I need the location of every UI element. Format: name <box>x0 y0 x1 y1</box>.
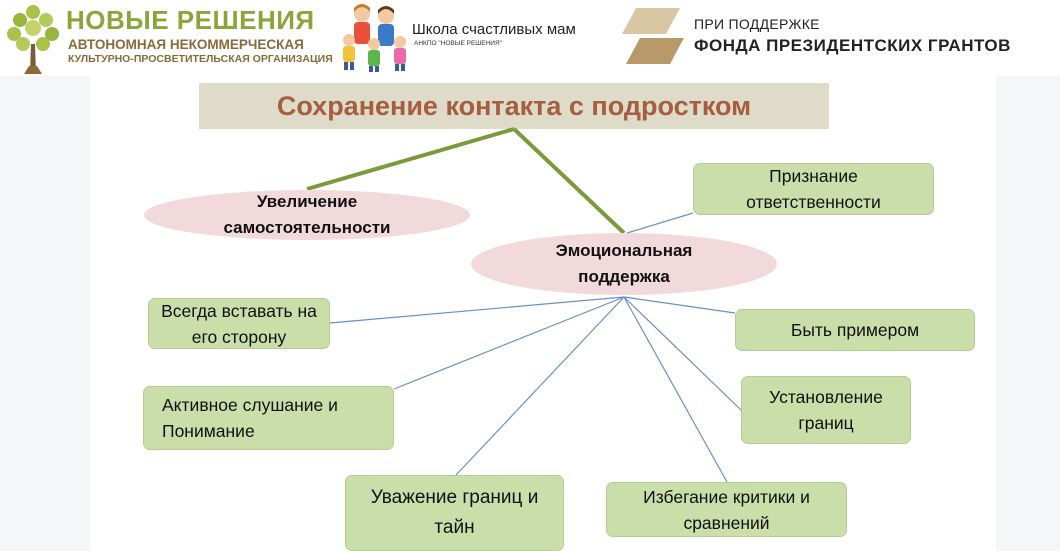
connector-emotional-example <box>623 296 736 314</box>
item-boundaries-label: Установление границ <box>769 387 883 433</box>
connector-title-independence <box>306 127 515 191</box>
fund-logo-icon <box>622 8 684 64</box>
connector-emotional-responsibility <box>626 212 694 234</box>
item-example: Быть примером <box>735 309 975 351</box>
school-subtitle: АНКПО "НОВЫЕ РЕШЕНИЯ" <box>414 40 502 47</box>
branch-emotional-label: Эмоциональная поддержка <box>555 241 693 286</box>
connector-emotional-listening <box>393 296 625 390</box>
tree-logo-icon <box>7 5 59 74</box>
diagram-title: Сохранение контакта с подростком <box>276 91 752 121</box>
branch-independence-label: Увеличение самостоятельности <box>223 192 391 237</box>
branch-emotional: Эмоциональная поддержка <box>471 233 777 295</box>
title-banner: Сохранение контакта с подростком <box>199 83 829 129</box>
org-subtitle: АВТОНОМНАЯ НЕКОММЕРЧЕСКАЯ <box>68 37 304 52</box>
item-listening: Активное слушание и Понимание <box>143 386 394 450</box>
header: НОВЫЕ РЕШЕНИЯ АВТОНОМНАЯ НЕКОММЕРЧЕСКАЯ … <box>0 0 1060 76</box>
connector-title-emotional <box>512 127 626 235</box>
item-side-label: Всегда вставать на его сторону <box>161 300 317 347</box>
school-title: Школа счастливых мам <box>412 21 576 38</box>
item-boundaries: Установление границ <box>741 376 911 444</box>
item-example-label: Быть примером <box>790 320 920 340</box>
org-subtitle-2: КУЛЬТУРНО-ПРОСВЕТИТЕЛЬСКАЯ ОРГАНИЗАЦИЯ <box>68 53 333 65</box>
item-side: Всегда вставать на его сторону <box>148 298 330 349</box>
item-criticism: Избегание критики и сравнений <box>606 482 847 537</box>
branch-independence: Увеличение самостоятельности <box>144 190 470 240</box>
connector-emotional-boundaries <box>623 296 742 411</box>
fund-support-text: ПРИ ПОДДЕРЖКЕ <box>694 16 820 32</box>
connector-emotional-criticism <box>623 296 728 483</box>
connector-emotional-respect <box>455 296 625 476</box>
family-logo-icon <box>343 4 406 72</box>
connector-emotional-side <box>329 296 625 324</box>
item-respect-label: Уважение границ и тайн <box>370 487 539 538</box>
item-responsibility: Признание ответственности <box>693 163 934 215</box>
item-listening-label: Активное слушание и Понимание <box>162 395 338 441</box>
item-criticism-label: Избегание критики и сравнений <box>643 486 810 533</box>
fund-name: ФОНДА ПРЕЗИДЕНТСКИХ ГРАНТОВ <box>694 36 1011 55</box>
org-title: НОВЫЕ РЕШЕНИЯ <box>66 5 315 35</box>
item-respect: Уважение границ и тайн <box>345 475 564 551</box>
item-responsibility-label: Признание ответственности <box>746 166 881 212</box>
